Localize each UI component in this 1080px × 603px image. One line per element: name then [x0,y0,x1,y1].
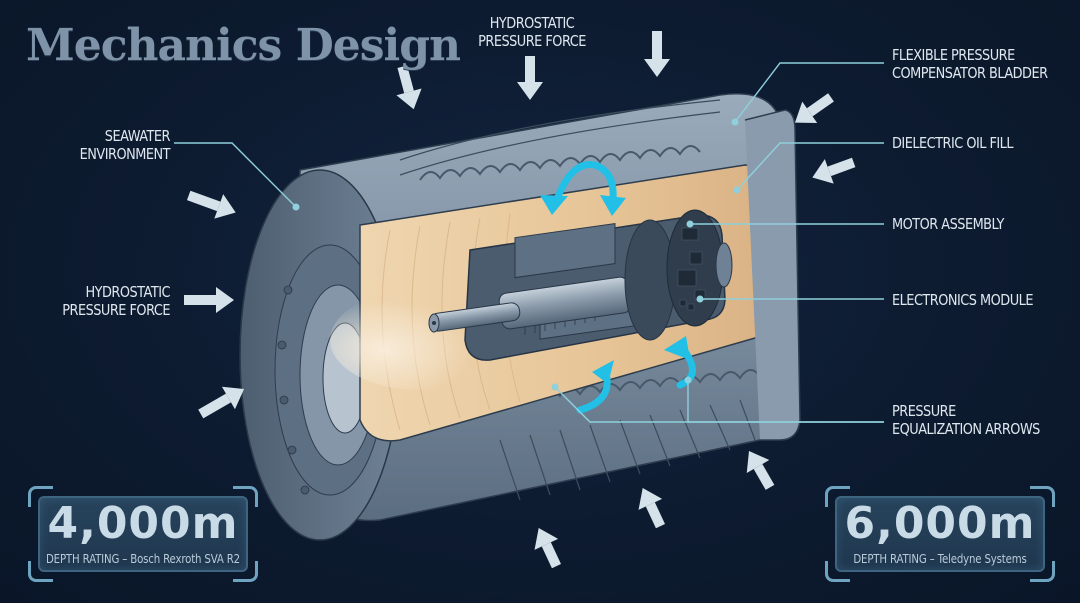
arrow-inward-icon [198,386,245,419]
depth-value: 6,000m [844,498,1036,549]
badge-corner [1030,486,1055,507]
depth-badge-bosch: 4,000m DEPTH RATING – Bosch Rexroth SVA … [28,486,258,582]
label-top-pressure: Hydrostatic Pressure Force [478,14,586,50]
badge-corner [1030,561,1055,582]
depth-badge-teledyne: 6,000m DEPTH RATING – Teledyne Systems [825,486,1055,582]
arrow-inward-icon [644,31,670,77]
arrow-inward-icon [534,528,561,569]
arrow-inward-icon [746,450,775,490]
arrow-inward-icon [638,488,665,529]
depth-caption: DEPTH RATING – Teledyne Systems [853,552,1027,566]
depth-value: 4,000m [47,498,239,549]
pressure-arrows [184,31,856,569]
bladder-corrugations-bottom [499,369,761,501]
depth-caption: DEPTH RATING – Bosch Rexroth SVA R2 [45,552,241,566]
badge-corner [28,561,53,582]
curved-arrow-icon [551,161,617,209]
arrow-inward-icon [794,93,834,123]
label-bladder: Flexible Pressure Compensator Bladder [892,46,1048,82]
label-seawater: Seawater Environment [79,127,171,163]
label-left-pressure: Hydrostatic Pressure Force [62,283,170,319]
label-electronics: Electronics Module [892,291,1033,309]
bladder-corrugations-top [399,99,721,181]
arrow-inward-icon [517,56,543,100]
badge-corner [233,486,258,507]
badge-corner [825,486,850,507]
label-motor: Motor Assembly [892,215,1004,233]
badge-panel [38,496,248,572]
label-oil: Dielectric Oil Fill [892,134,1014,152]
callout-lines [174,62,884,423]
arrow-inward-icon [186,190,236,219]
badge-corner [233,561,258,582]
badge-corner [28,486,53,507]
arrow-inward-icon [812,157,856,184]
arrow-inward-icon [396,65,422,110]
badge-panel [835,496,1045,572]
badge-corner [825,561,850,582]
brand-logo: Mechanics Design [26,20,461,71]
label-equalization: Pressure Equalization Arrows [892,402,1040,438]
arrow-inward-icon [184,287,234,313]
